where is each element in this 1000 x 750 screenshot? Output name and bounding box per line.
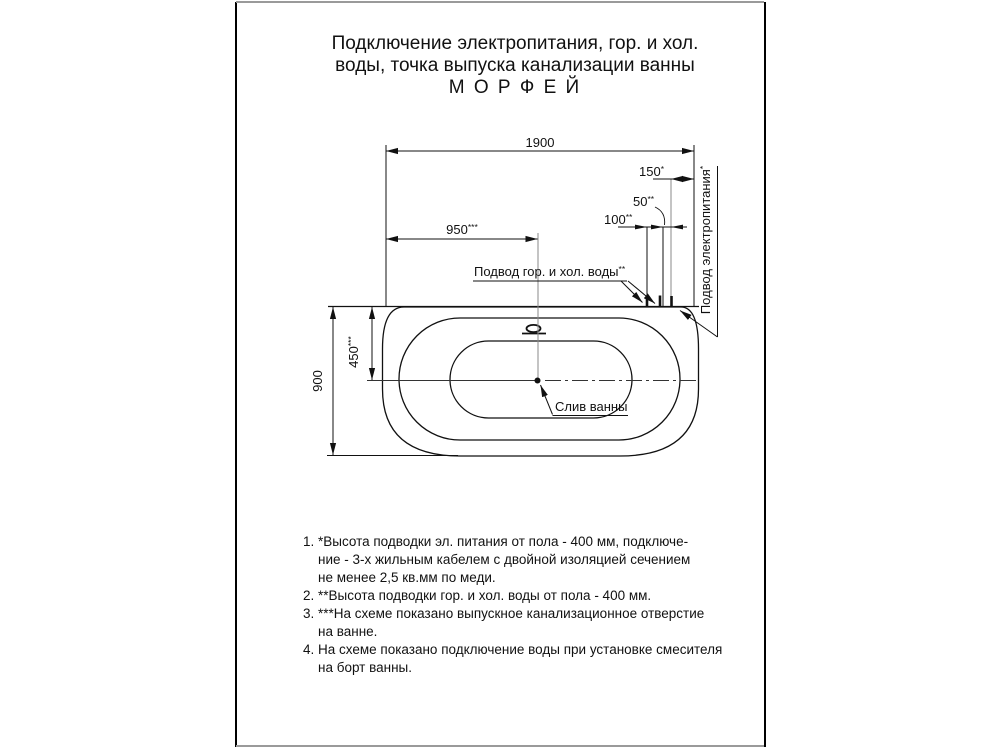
water-label-leader xyxy=(473,280,656,304)
bathtub-outline xyxy=(381,306,700,457)
title-model-name: М О Р Ф Е Й xyxy=(448,77,582,98)
note-1-line-2: ние - 3-х жильным кабелем с двойной изол… xyxy=(318,552,691,567)
water-supply-label: Подвод гор. и хол. воды** xyxy=(474,264,626,279)
note-1-line-3: не менее 2,5 кв.мм по меди. xyxy=(318,570,496,585)
drain-label: Слив ванны xyxy=(555,399,627,414)
title-line-2: воды, точка выпуска канализации ванны xyxy=(335,55,695,76)
footnotes: 1. *Высота подводки эл. питания от пола … xyxy=(303,533,753,677)
tub-inner-basin xyxy=(449,340,633,419)
electric-supply-label: Подвод электропитания* xyxy=(698,165,713,314)
overflow-fitting xyxy=(522,323,546,335)
sheet-border-right xyxy=(764,2,766,747)
note-2-line-1: **Высота подводки гор. и хол. воды от по… xyxy=(318,588,652,603)
tub-middle-rim xyxy=(398,317,681,441)
sheet-border-bottom xyxy=(236,745,764,747)
tub-outer-rim xyxy=(381,306,700,457)
dim-label-450: 450*** xyxy=(346,336,361,368)
note-1-number: 1. xyxy=(303,534,315,549)
drain-point xyxy=(534,377,541,384)
title-line-1: Подключение электропитания, гор. и хол. xyxy=(331,33,699,54)
dim-label-150: 150* xyxy=(639,164,665,179)
note-3-line-1: ***На схеме показано выпускное канализац… xyxy=(318,606,705,621)
dimension-1900 xyxy=(385,145,695,307)
note-2-number: 2. xyxy=(303,588,315,603)
note-4-line-1: На схеме показано подключение воды при у… xyxy=(318,642,723,657)
note-3: 3. ***На схеме показано выпускное канали… xyxy=(303,605,753,641)
dim-label-950: 950*** xyxy=(446,222,478,237)
sheet-border-left xyxy=(235,2,237,747)
dimension-900 xyxy=(327,307,458,456)
note-3-line-2: на ванне. xyxy=(318,624,378,639)
supply-connection-ticks xyxy=(645,295,673,307)
note-2: 2. **Высота подводки гор. и хол. воды от… xyxy=(303,587,753,605)
note-1-line-1: *Высота подводки эл. питания от пола - 4… xyxy=(318,534,689,549)
sheet-border-top xyxy=(236,1,764,3)
dim-label-900: 900 xyxy=(310,370,325,392)
note-3-number: 3. xyxy=(303,606,315,621)
dim-label-1900: 1900 xyxy=(526,135,555,150)
note-1: 1. *Высота подводки эл. питания от пола … xyxy=(303,533,753,587)
dim-label-50: 50** xyxy=(633,194,655,209)
dimension-100-50-arrows xyxy=(635,224,683,230)
note-4-number: 4. xyxy=(303,642,315,657)
dim-label-100: 100** xyxy=(604,212,633,227)
note-4: 4. На схеме показано подключение воды пр… xyxy=(303,641,753,677)
centerlines xyxy=(537,179,672,378)
drain-label-leader xyxy=(540,384,628,416)
drawing-title: Подключение электропитания, гор. и хол. … xyxy=(250,33,780,99)
electric-label-leader xyxy=(679,166,718,338)
note-4-line-2: на борт ванны. xyxy=(318,660,412,675)
